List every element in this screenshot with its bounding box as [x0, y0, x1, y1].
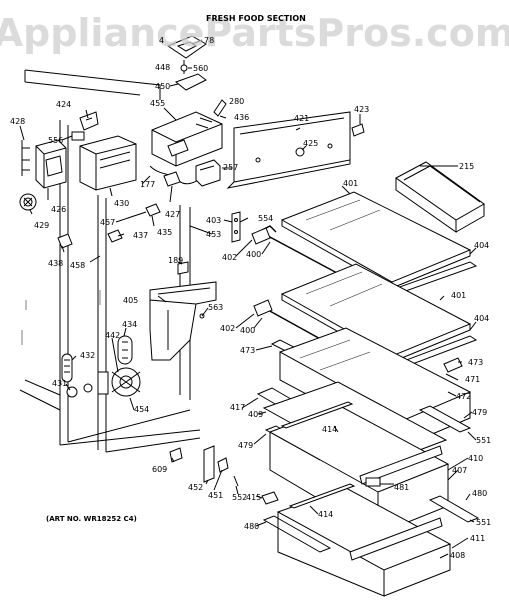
part-label: 78: [204, 36, 214, 45]
part-label: 448: [155, 63, 170, 72]
part-label: 402: [222, 253, 237, 262]
part-label: 4: [159, 36, 164, 45]
lower-hardware: [169, 445, 239, 487]
part-label: 609: [152, 465, 167, 474]
dairy-bin: [395, 161, 485, 233]
part-label: 410: [468, 454, 483, 463]
part-label: 280: [229, 97, 244, 106]
part-label: 414: [318, 510, 333, 519]
part-label: 427: [165, 210, 180, 219]
part-label: 455: [150, 99, 165, 108]
air-duct-assembly: [61, 261, 217, 398]
rear-panel: [226, 111, 365, 189]
part-label: 473: [468, 358, 483, 367]
part-label: 417: [230, 403, 245, 412]
part-label: 400: [240, 326, 255, 335]
part-label: 408: [450, 551, 465, 560]
part-label: 560: [193, 64, 208, 73]
part-label: 453: [206, 230, 221, 239]
part-label: 438: [48, 259, 63, 268]
part-label: 401: [343, 179, 358, 188]
part-label: 426: [51, 205, 66, 214]
part-label: 409: [248, 410, 263, 419]
part-label: 450: [155, 82, 170, 91]
part-label: 421: [294, 114, 309, 123]
watermark: AppliancePartsPros.com: [0, 11, 509, 55]
art-number: (ART NO. WR18252 C4): [46, 515, 137, 523]
part-label: 479: [238, 441, 253, 450]
part-label: 457: [100, 218, 115, 227]
part-label: 430: [114, 199, 129, 208]
part-label: 215: [459, 162, 474, 171]
part-label: 411: [470, 534, 485, 543]
part-label: 404: [474, 314, 489, 323]
part-label: 473: [240, 346, 255, 355]
part-label: 437: [133, 231, 148, 240]
part-label: 423: [354, 105, 369, 114]
part-label: 405: [123, 296, 138, 305]
part-label: 480: [472, 489, 487, 498]
part-label: 404: [474, 241, 489, 250]
part-label: 434: [122, 320, 137, 329]
part-label: 429: [34, 221, 49, 230]
part-label: 435: [157, 228, 172, 237]
crisper-drawers: [256, 327, 480, 597]
part-label: 177: [140, 180, 155, 189]
part-label: 436: [234, 113, 249, 122]
part-label: 563: [208, 303, 223, 312]
part-label: 554: [258, 214, 273, 223]
part-label: 442: [105, 331, 120, 340]
part-label: 481: [394, 483, 409, 492]
part-label: 471: [465, 375, 480, 384]
part-label: 402: [220, 324, 235, 333]
part-label: 403: [206, 216, 221, 225]
part-label: 552: [232, 493, 247, 502]
part-label: 451: [208, 491, 223, 500]
part-number-labels: 4 78 448 560 450 280 455 436 424 428 556…: [10, 36, 491, 560]
part-label: 407: [452, 466, 467, 475]
part-label: 425: [303, 139, 318, 148]
control-housing-parts: [19, 35, 227, 249]
section-title: FRESH FOOD SECTION: [206, 14, 306, 23]
part-label: 428: [10, 117, 25, 126]
part-label: 400: [246, 250, 261, 259]
part-label: 551: [476, 518, 491, 527]
part-label: 431: [52, 379, 67, 388]
part-label: 472: [456, 392, 471, 401]
part-label: 454: [134, 405, 149, 414]
part-label: 480: [244, 522, 259, 531]
part-label: 424: [56, 100, 71, 109]
part-label: 432: [80, 351, 95, 360]
part-label: 452: [188, 483, 203, 492]
part-label: 479: [472, 408, 487, 417]
part-label: 556: [48, 136, 63, 145]
part-label: 551: [476, 436, 491, 445]
part-label: 189: [168, 256, 183, 265]
leader-lines: [19, 39, 477, 559]
glass-shelves: [231, 191, 478, 375]
part-label: 458: [70, 261, 85, 270]
part-label: 401: [451, 291, 466, 300]
part-label: 414: [322, 425, 337, 434]
part-label: 257: [223, 163, 238, 172]
part-label: 415: [246, 493, 261, 502]
